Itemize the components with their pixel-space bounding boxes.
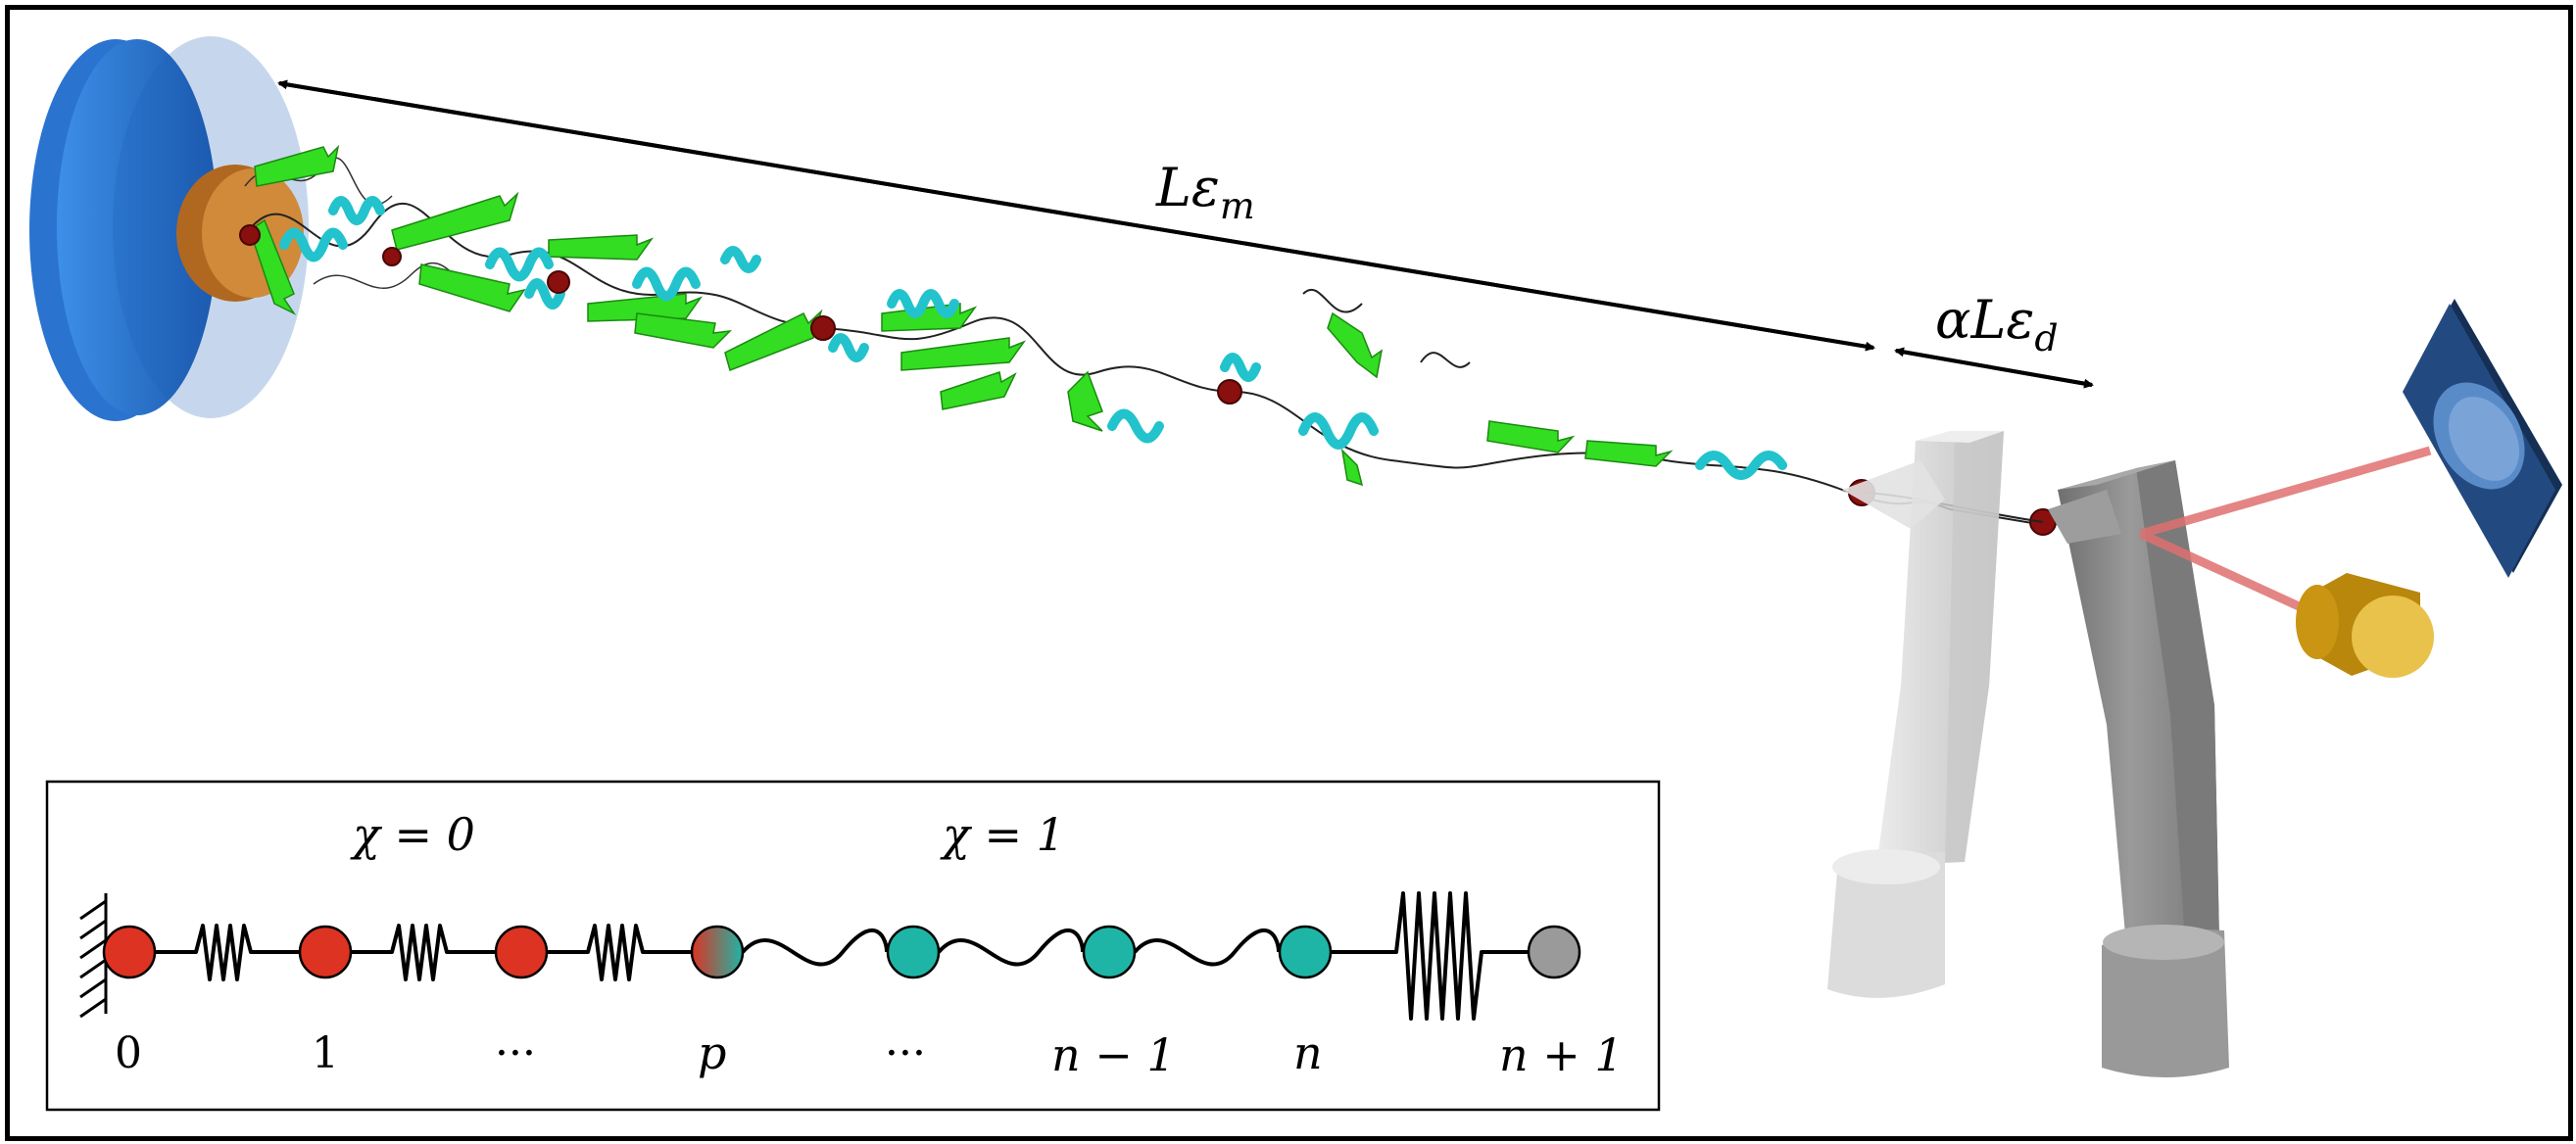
node-dots-1 — [494, 925, 549, 979]
alpha-helices — [279, 196, 1787, 480]
node-label-n-minus-1: n − 1 — [1051, 1028, 1176, 1081]
inset-wall — [79, 893, 108, 1019]
laser-beams — [2139, 446, 2432, 622]
node-label-dots-2: ··· — [885, 1028, 926, 1078]
node-label-p: p — [698, 1026, 727, 1079]
node-label-dots-1: ··· — [495, 1028, 536, 1078]
beta-sheets — [249, 144, 1674, 487]
figure-frame — [5, 5, 2573, 1141]
node-label-0: 0 — [115, 1028, 142, 1078]
laser-source — [2296, 573, 2434, 678]
inset-nodes — [102, 925, 1581, 979]
distance-arrows — [277, 79, 2094, 389]
photodetector — [2403, 299, 2562, 578]
inset-links — [155, 891, 1529, 1021]
node-n — [1278, 925, 1333, 979]
node-dots-2 — [886, 925, 941, 979]
label-alpha-L-eps-d: αLεd — [1935, 289, 2059, 360]
node-label-n-plus-1: n + 1 — [1499, 1028, 1624, 1081]
node-label-n: n — [1293, 1026, 1323, 1079]
protein-chain — [244, 157, 2039, 525]
node-1 — [298, 925, 353, 979]
node-n-plus-1 — [1527, 925, 1581, 979]
node-p — [690, 925, 745, 979]
node-label-1: 1 — [312, 1028, 339, 1078]
label-chi-0: χ = 0 — [353, 808, 475, 861]
node-n-minus-1 — [1082, 925, 1137, 979]
node-0 — [102, 925, 157, 979]
substrate-disk — [29, 36, 309, 421]
cantilever-undeflected — [1827, 431, 2004, 998]
label-L-eps-m: Lεm — [1156, 157, 1255, 228]
cantilever-deflected — [2048, 460, 2229, 1077]
label-chi-1: χ = 1 — [943, 808, 1065, 861]
